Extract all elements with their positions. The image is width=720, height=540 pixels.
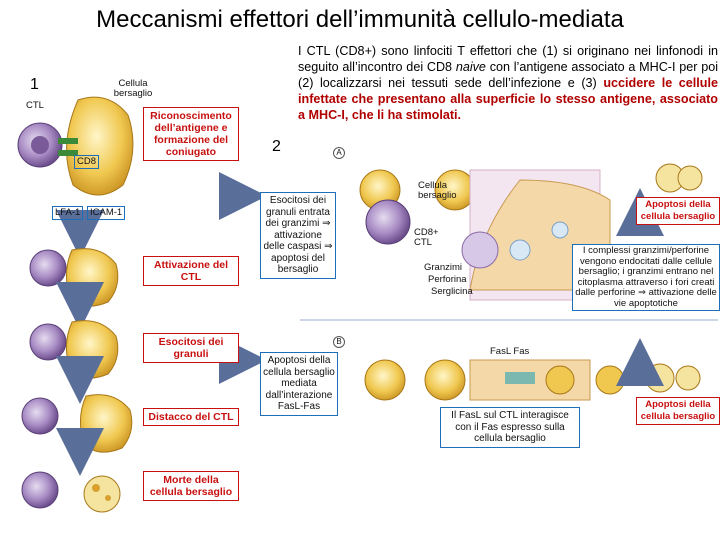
panel-a-serglicina: Serglicina bbox=[431, 286, 473, 297]
step5-cells bbox=[21, 471, 121, 513]
panel-a-perforina: Perforina bbox=[428, 274, 467, 285]
panel-b-fas-label: FasL Fas bbox=[490, 346, 530, 357]
marker-one: 1 bbox=[30, 76, 39, 93]
step5-box: Morte della cellula bersaglio bbox=[143, 471, 239, 501]
left-cd8-label: CD8 bbox=[74, 155, 100, 169]
panel-a-target-label: Cellula bersaglio bbox=[418, 180, 457, 201]
panel-a-ctl-label: CD8+ CTL bbox=[414, 227, 439, 248]
step2-box: Attivazione del CTL bbox=[143, 256, 239, 286]
paragraph-highlight: uccidere le cellule infettate che presen… bbox=[298, 76, 718, 123]
panel-a-letter: A bbox=[333, 147, 345, 159]
left-lfa-label: LFA-1 bbox=[52, 206, 84, 220]
panel-a-complex-box: I complessi granzimi/perforine vengono e… bbox=[572, 244, 720, 311]
description-paragraph: I CTL (CD8+) sono linfociti T effettori … bbox=[298, 43, 718, 123]
panel-a-granule-box: Esocitosi dei granuli entrata dei granzi… bbox=[260, 192, 336, 279]
panel-a-cells bbox=[359, 163, 703, 301]
panel-b-fasl-box: Apoptosi della cellula bersaglio mediata… bbox=[260, 352, 338, 416]
left-target-label: Cellula bersaglio bbox=[113, 78, 153, 99]
paragraph-part2: con l’antigene associato a MHC-I per poi… bbox=[298, 60, 719, 91]
step1-box: Riconoscimento dell’antigene e formazion… bbox=[143, 107, 239, 161]
step4-cells bbox=[21, 394, 133, 453]
panel-a-granzimi: Granzimi bbox=[424, 262, 463, 273]
left-ctl-label: CTL bbox=[26, 100, 44, 111]
page-title: Meccanismi effettori dell’immunità cellu… bbox=[96, 6, 624, 33]
panel-b-cells bbox=[364, 359, 701, 401]
panel-a-apoptosis-box: Apoptosi della cellula bersaglio bbox=[636, 197, 720, 225]
paragraph-italic: naive bbox=[455, 60, 486, 75]
step3-cells bbox=[29, 320, 119, 379]
panel-b-apoptosis-box: Apoptosi della cellula bersaglio bbox=[636, 397, 720, 425]
step4-box: Distacco del CTL bbox=[143, 408, 239, 426]
left-icam-label: ICAM-1 bbox=[87, 206, 126, 220]
panel-b-letter: B bbox=[333, 336, 345, 348]
step3-box: Esocitosi dei granuli bbox=[143, 333, 239, 363]
step1-cells bbox=[17, 96, 134, 196]
step2-cells bbox=[29, 248, 119, 307]
panel-b-bottom-box: Il FasL sul CTL interagisce con il Fas e… bbox=[440, 407, 580, 448]
marker-two: 2 bbox=[272, 138, 281, 155]
paragraph-part1: I CTL (CD8+) sono linfociti T effettori … bbox=[298, 44, 718, 75]
